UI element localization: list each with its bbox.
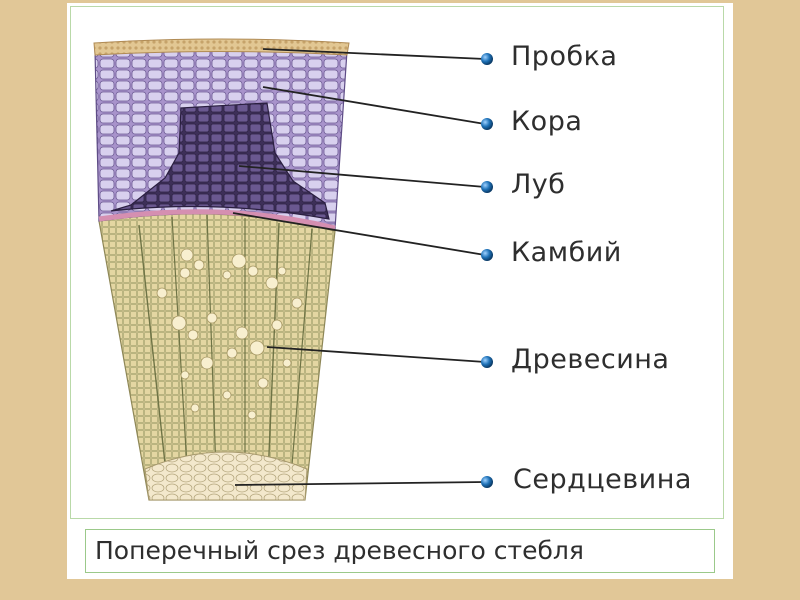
slide: Пробка Кора Луб Камбий Древесина Сердцев…: [67, 3, 733, 579]
label-cortex: Кора: [511, 108, 582, 135]
marker-dot: [481, 476, 493, 488]
label-wood: Древесина: [511, 346, 669, 373]
marker-dot: [481, 249, 493, 261]
label-cork: Пробка: [511, 43, 617, 70]
marker-dot: [481, 356, 493, 368]
caption-box: Поперечный срез древесного стебля: [85, 529, 715, 573]
marker-dot: [481, 118, 493, 130]
label-phloem: Луб: [511, 171, 565, 198]
diagram-caption: Поперечный срез древесного стебля: [95, 537, 584, 565]
label-markers: [481, 53, 493, 488]
marker-dot: [481, 53, 493, 65]
label-cambium: Камбий: [511, 239, 622, 266]
marker-dot: [481, 181, 493, 193]
label-pith: Сердцевина: [513, 466, 692, 493]
